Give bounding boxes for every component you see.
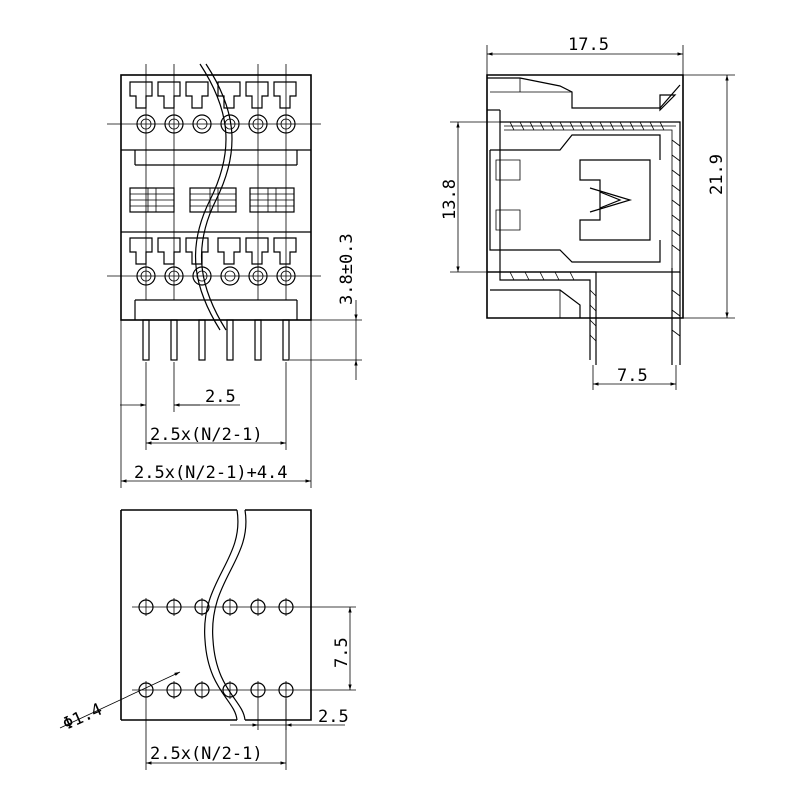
overall-width-dim: 2.5x(N/2-1)+4.4 [134,463,288,483]
hole-diameter-dim: Φ1.4 [60,700,106,735]
pitch-dim: 2.5 [205,387,236,407]
hole-pitch-dim: 2.5 [318,707,349,727]
break-line [194,63,227,331]
side-width-dim: 17.5 [568,35,609,55]
pitch-span-dim: 2.5x(N/2-1) [150,425,263,445]
inner-height-dim: 13.8 [440,179,460,220]
side-height-dim: 21.9 [707,154,727,195]
pcb-outline [121,509,312,721]
side-view: 17.5 [440,35,735,390]
hole-span-dim: 2.5x(N/2-1) [150,744,263,764]
pin-row-spacing-dim: 7.5 [617,366,648,386]
front-view: 3.8±0.3 2.5 2.5x(N/2-1) 2.5x(N/2-1)+4.4 [107,63,362,488]
hole-row-spacing-dim: 7.5 [332,637,352,668]
pins [142,319,290,361]
pin-height-dim: 3.8±0.3 [337,233,357,305]
side-body-outline [486,74,684,319]
lower-terminals [129,237,297,265]
pcb-layout-view: 7.5 Φ1.4 2.5 2.5x(N/2-1) [59,509,356,770]
front-body-outline [120,74,312,321]
